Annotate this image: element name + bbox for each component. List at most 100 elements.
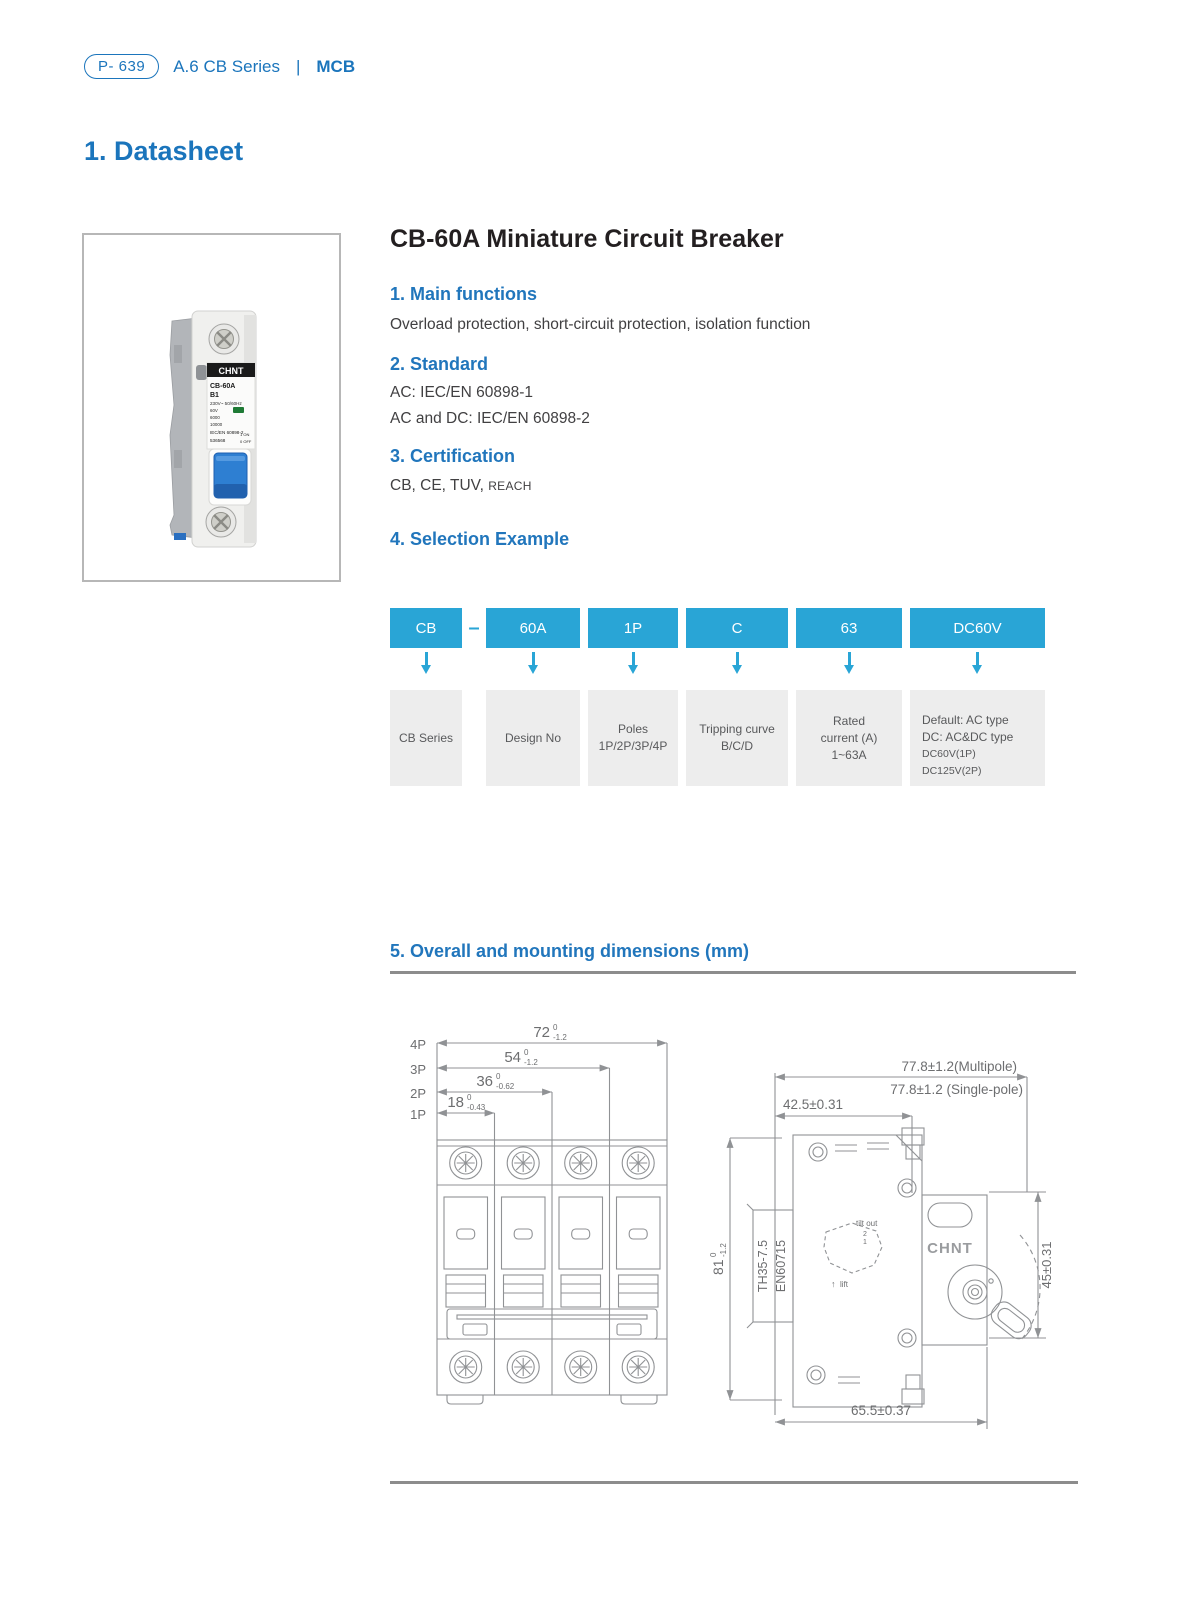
lift-arrow-icon: ↑ (831, 1279, 836, 1289)
rail-standard-label: EN60715 (774, 1240, 788, 1292)
photo-off-label: 0 OFF (240, 439, 252, 444)
photo-model-label: CB-60A (210, 383, 235, 390)
desc-box-curve: Tripping curve B/C/D (686, 690, 788, 786)
certification-reach: REACH (488, 479, 532, 493)
desc-box-series: CB Series (390, 690, 462, 786)
tilt-out-note: tilt out (856, 1219, 878, 1228)
rail-model-label: TH35-7.5 (756, 1240, 770, 1292)
down-arrow-icon (528, 652, 537, 674)
code-box-poles: 1P (588, 608, 678, 648)
dim-bottom-width: 65.5±0.37 (851, 1403, 911, 1418)
desc-line: DC125V(2P) (922, 765, 982, 777)
dimension-drawings: 4P 3P 2P 1P 72 0 -1.2 54 0 -1.2 36 0 -0.… (410, 1023, 1054, 1429)
selection-diagram: CB – 60A 1P C 63 DC60V CB Series Design … (390, 608, 1050, 798)
section-heading-certification: 3. Certification (390, 446, 516, 466)
dim-width-4p: 72 (533, 1024, 550, 1041)
dim-width-1p: 18 (447, 1094, 464, 1111)
product-photo-frame: CHNT CB-60A B1 230V~ 50/60Hz 60V 6000 10… (82, 233, 341, 582)
code-box-voltage: DC60V (910, 608, 1045, 648)
page-number-badge: P- 639 (84, 54, 160, 79)
standard-line-2: AC and DC: IEC/EN 60898-2 (390, 410, 590, 427)
divider-rule (390, 971, 1076, 974)
dim-height-value: 81 (710, 1259, 726, 1275)
desc-line: DC: AC&DC type (922, 730, 1014, 744)
section-heading-selection-example: 4. Selection Example (390, 529, 570, 549)
down-arrow-icon (844, 652, 853, 674)
desc-box-voltage: Default: AC type DC: AC&DC type DC60V(1P… (910, 690, 1045, 786)
page-header: P- 639 A.6 CB Series | MCB (84, 54, 355, 79)
down-arrow-icon (732, 652, 741, 674)
header-separator: | (295, 56, 301, 76)
code-joiner-dash: – (468, 616, 480, 639)
desc-box-poles: Poles 1P/2P/3P/4P (588, 690, 678, 786)
tilt-step-1: 1 (863, 1239, 867, 1246)
photo-spec2: 6000 (210, 415, 220, 420)
dim-tol-top: 0 (553, 1023, 558, 1032)
drawing-brand-logo: CHNT (927, 1240, 973, 1257)
product-title: CB-60A Miniature Circuit Breaker (390, 225, 784, 253)
side-view-drawing (726, 1073, 1046, 1429)
photo-rating-label: 230V~ 50/60Hz (210, 401, 243, 406)
code-box-series: CB (390, 608, 462, 648)
dim-tol-bottom: -1.2 (553, 1033, 567, 1042)
certification-text: CB, CE, TUV, REACH (390, 477, 532, 495)
category-label: MCB (316, 56, 356, 76)
tilt-step-2: 2 (863, 1231, 867, 1238)
desc-line: Default: AC type (922, 713, 1009, 727)
dim-height-tol-bottom: -1.2 (719, 1243, 728, 1257)
pole-label-2p: 2P (410, 1086, 426, 1101)
desc-line: 1P/2P/3P/4P (598, 739, 668, 753)
desc-box-current: Rated current (A) 1~63A (796, 690, 902, 786)
dim-tol-top: 0 (467, 1093, 472, 1102)
desc-line: DC60V(1P) (922, 748, 976, 760)
dim-tol-bottom: -1.2 (524, 1058, 538, 1067)
down-arrow-icon (421, 652, 430, 674)
desc-line: B/C/D (720, 739, 753, 753)
section-heading-main-functions: 1. Main functions (390, 284, 538, 304)
certification-main: CB, CE, TUV, (390, 477, 484, 494)
photo-spec3: 10000 (210, 422, 223, 427)
front-view-drawing (436, 1039, 668, 1405)
photo-spec1: 60V (210, 408, 218, 413)
dim-tol-top: 0 (524, 1048, 529, 1057)
pole-label-4p: 4P (410, 1037, 426, 1052)
desc-line: Poles (617, 722, 649, 736)
code-box-curve: C (686, 608, 788, 648)
down-arrow-icon (628, 652, 637, 674)
main-functions-text: Overload protection, short-circuit prote… (390, 316, 811, 333)
photo-code-label: 536568 (210, 438, 226, 443)
dim-top-width: 42.5±0.31 (783, 1097, 843, 1112)
product-photo: CHNT CB-60A B1 230V~ 50/60Hz 60V 6000 10… (169, 310, 257, 548)
pole-label-3p: 3P (410, 1062, 426, 1077)
down-arrow-icon (972, 652, 981, 674)
dim-tol-bottom: -0.43 (467, 1103, 486, 1112)
desc-box-design: Design No (486, 690, 580, 786)
dim-tol-bottom: -0.62 (496, 1082, 515, 1091)
dim-width-singlepole: 77.8±1.2 (Single-pole) (890, 1082, 1023, 1097)
series-label: A.6 CB Series (173, 56, 280, 76)
desc-line: current (A) (820, 730, 878, 745)
standard-line-1: AC: IEC/EN 60898-1 (390, 384, 534, 401)
dim-tol-top: 0 (496, 1072, 501, 1081)
bottom-divider-rule (390, 1481, 1078, 1484)
dim-width-multipole: 77.8±1.2(Multipole) (902, 1059, 1017, 1074)
desc-line: Tripping curve (699, 722, 775, 736)
dim-width-2p: 36 (476, 1073, 493, 1090)
photo-on-label: 1 ON (240, 432, 249, 437)
photo-standard-label: IEC/EN 60898-2 (210, 430, 244, 435)
lift-note: lift (840, 1280, 849, 1289)
section-heading-dimensions: 5. Overall and mounting dimensions (mm) (390, 941, 750, 961)
desc-line: Rated (832, 713, 866, 728)
pole-label-1p: 1P (410, 1107, 426, 1122)
section-heading-standard: 2. Standard (390, 354, 489, 374)
dim-height-tol-top: 0 (709, 1252, 718, 1257)
desc-line: Design No (504, 730, 562, 745)
desc-line: CB Series (398, 730, 454, 745)
code-box-design: 60A (486, 608, 580, 648)
page-title: 1. Datasheet (84, 136, 244, 166)
desc-line: 1~63A (831, 747, 867, 762)
code-box-current: 63 (796, 608, 902, 648)
dim-depth: 45±0.31 (1039, 1242, 1054, 1289)
photo-brand-label: CHNT (219, 366, 244, 376)
